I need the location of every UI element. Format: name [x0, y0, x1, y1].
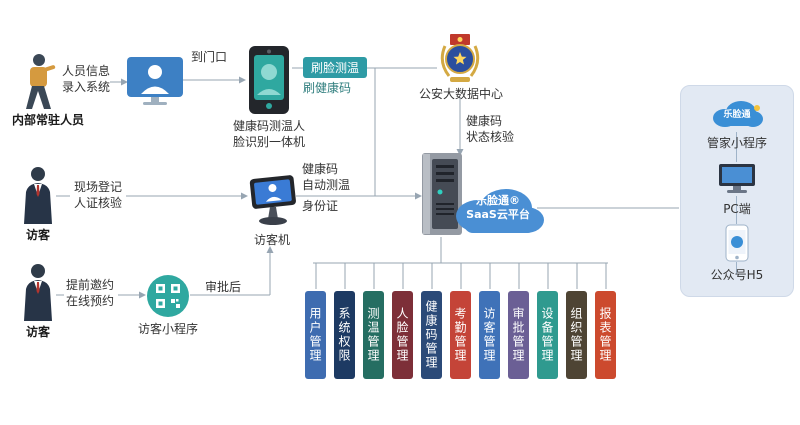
- police-center-caption: 公安大数据中心: [418, 87, 503, 101]
- health-auto-text: 健康码 自动测温 身份证: [302, 162, 351, 214]
- swipe-health-label: 刷健康码: [303, 81, 352, 95]
- panel-connector-line: [736, 132, 737, 274]
- visitor-person-icon: [20, 166, 56, 224]
- saas-cloud: 乐脸通® SaaS云平台: [450, 180, 546, 240]
- module-bar: 测温管理: [363, 291, 384, 379]
- face-terminal-icon: [247, 46, 291, 114]
- visitor-machine-icon: [248, 173, 298, 227]
- module-bar: 系统权限: [334, 291, 355, 379]
- lelian-logo-icon: 乐脸通: [709, 98, 765, 132]
- visitor-machine-caption: 访客机: [253, 233, 290, 247]
- entry-system-text: 人员信息 录入系统: [62, 64, 111, 94]
- h5-client-label: 公众号H5: [710, 268, 764, 282]
- module-bar: 考勤管理: [450, 291, 471, 379]
- approval-label: 审批后: [205, 280, 242, 294]
- door-label: 到门口: [191, 50, 228, 64]
- miniprogram-qr-icon: [146, 274, 190, 318]
- module-bar: 健康码管理: [421, 291, 442, 379]
- health-check-text: 健康码 状态核验: [466, 114, 526, 146]
- saas-cloud-label: 乐脸通® SaaS云平台: [466, 194, 530, 222]
- police-badge-icon: [437, 32, 483, 86]
- miniprogram-client-label: 管家小程序: [706, 136, 767, 150]
- module-bar: 报表管理: [595, 291, 616, 379]
- visitor2-person-icon: [20, 263, 56, 321]
- visitor2-caption: 访客: [25, 325, 50, 339]
- internal-person-caption: 内部常驻人员: [11, 113, 84, 127]
- module-bar: 访客管理: [479, 291, 500, 379]
- module-bar: 设备管理: [537, 291, 558, 379]
- module-bar: 组织管理: [566, 291, 587, 379]
- module-bar: 用户管理: [305, 291, 326, 379]
- pre-invite-text: 提前邀约 在线预约: [66, 278, 115, 308]
- phone-icon: [725, 224, 749, 262]
- client-panel: 乐脸通 管家小程序 PC端 公众号H5: [680, 85, 794, 297]
- miniprogram-qr-caption: 访客小程序: [137, 322, 198, 336]
- swipe-face-badge: 刷脸测温: [303, 57, 368, 78]
- registration-monitor-icon: [126, 56, 184, 108]
- pc-icon: [717, 162, 757, 196]
- module-bar: 审批管理: [508, 291, 529, 379]
- walking-person-icon: [16, 52, 58, 114]
- face-terminal-caption: 健康码测温人 脸识别一体机: [232, 119, 305, 149]
- module-bar: 人脸管理: [392, 291, 413, 379]
- pc-client-label: PC端: [723, 202, 751, 216]
- server-icon: [420, 151, 464, 237]
- visitor-caption: 访客: [25, 228, 50, 242]
- modules-row: 用户管理系统权限测温管理人脸管理健康码管理考勤管理访客管理审批管理设备管理组织管…: [305, 291, 616, 379]
- onsite-register-text: 现场登记 人证核验: [74, 180, 123, 210]
- lelian-logo-text: 乐脸通: [723, 110, 751, 120]
